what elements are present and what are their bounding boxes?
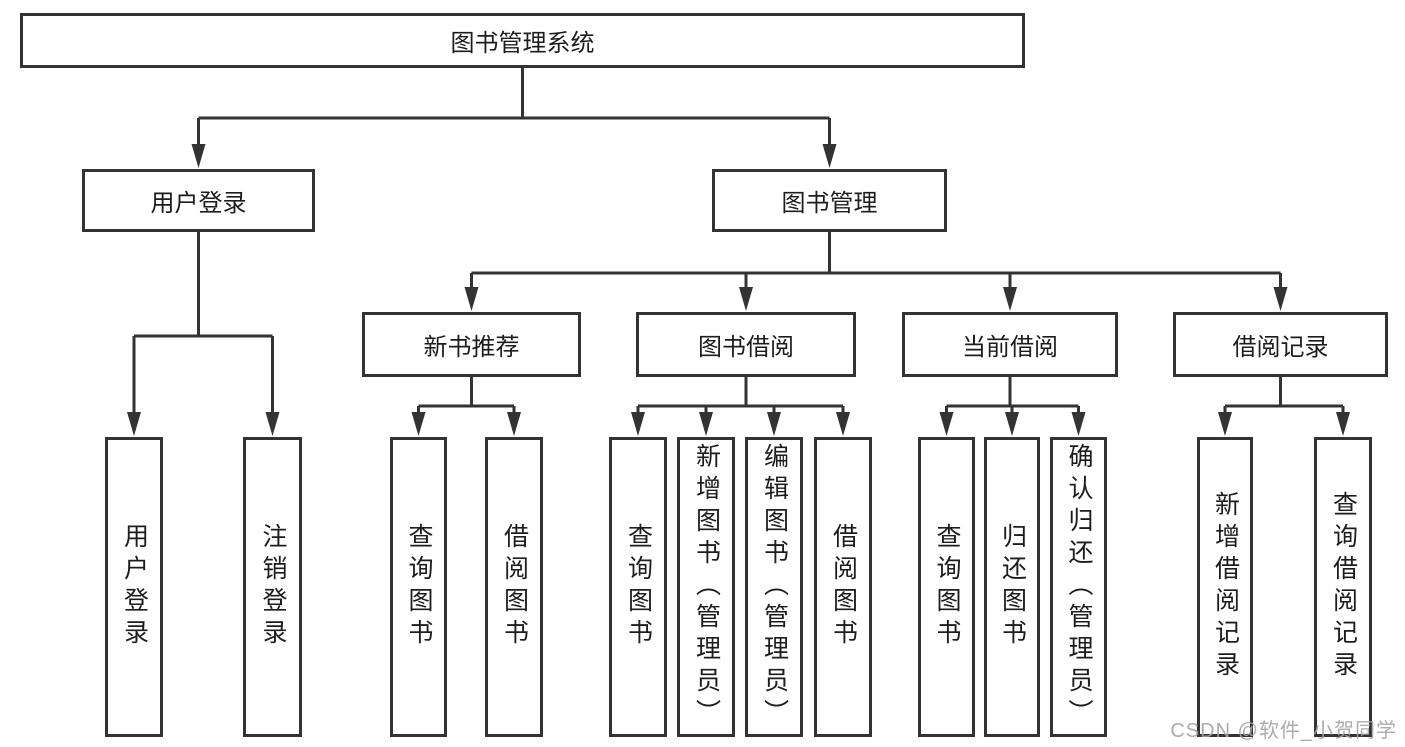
node-new-book-recommend: 新书推荐 [362,312,581,377]
leaf-query-books-current: 查询图书 [918,437,975,737]
arrowheads [127,144,1350,436]
leaf-borrow-books: 借阅图书 [814,437,872,737]
node-borrow-records: 借阅记录 [1173,312,1388,377]
leaf-user-login: 用户登录 [105,437,163,737]
connector-root [197,68,831,145]
node-book-management: 图书管理 [712,169,947,232]
node-user-login: 用户登录 [82,169,315,232]
leaf-add-borrow-record: 新增借阅记录 [1197,437,1253,737]
node-book-borrow: 图书借阅 [636,312,856,377]
connector-borrow-records [1223,377,1345,413]
connector-book-borrow [636,377,845,413]
node-current-borrow: 当前借阅 [902,312,1118,377]
connector-current-borrow [945,377,1080,413]
leaf-query-books-borrow: 查询图书 [609,437,667,737]
leaf-add-book-admin: 新增图书（管理员） [677,437,735,737]
leaf-logout: 注销登录 [243,437,302,737]
watermark-text: CSDN @软件_小贺同学 [1170,720,1397,742]
connector-new-book-recommend [417,377,516,413]
leaf-query-borrow-record: 查询借阅记录 [1314,437,1372,737]
leaf-borrow-books-recommend: 借阅图书 [485,437,543,737]
connector-user-login [132,232,274,413]
leaf-confirm-return-admin: 确认归还（管理员） [1050,437,1107,737]
leaf-return-book: 归还图书 [984,437,1040,737]
root-node-library-system: 图书管理系统 [20,13,1025,68]
leaf-query-books-recommend: 查询图书 [390,437,447,737]
connector-book-management [470,232,1282,288]
leaf-edit-book-admin: 编辑图书（管理员） [745,437,803,737]
